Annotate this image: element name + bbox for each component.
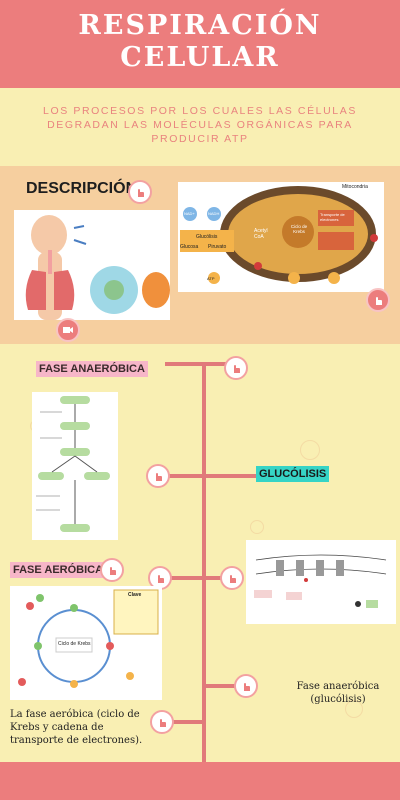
- krebs-center-label: Ciclo de Krebs: [58, 641, 91, 647]
- interactive-hand-button[interactable]: [146, 464, 170, 488]
- label-glucosa: Glucosa: [180, 244, 199, 250]
- clave-label: Clave: [128, 592, 142, 598]
- page-title: RESPIRACIÓN CELULAR: [0, 10, 400, 74]
- krebs-cycle-diagram: Ciclo de Krebs Clave: [10, 586, 162, 700]
- label-acetyl: Acetyl CoA: [254, 228, 268, 240]
- timeline-tick: [206, 684, 242, 688]
- glycolysis-diagram: [32, 392, 118, 540]
- respiration-body-illustration: [14, 210, 170, 320]
- interactive-video-button[interactable]: [56, 318, 80, 342]
- hand-icon: [160, 719, 166, 727]
- fase-anaerobica-label: FASE ANAERÓBICA: [36, 361, 148, 377]
- hand-icon: [376, 297, 382, 305]
- decorative-bubble: [345, 700, 363, 718]
- video-icon: [63, 327, 73, 333]
- timeline-tick: [158, 474, 204, 478]
- timeline-vertical-line: [202, 362, 206, 762]
- hand-icon: [138, 189, 144, 197]
- interactive-hand-button[interactable]: [224, 356, 248, 380]
- interactive-hand-button[interactable]: [234, 674, 258, 698]
- interactive-hand-button[interactable]: [366, 288, 390, 312]
- anaerobic-caption: Fase anaeróbica (glucólisis): [296, 681, 380, 705]
- hand-icon: [110, 567, 116, 575]
- timeline-tick: [160, 720, 204, 724]
- subtitle: LOS PROCESOS POR LOS CUALES LAS CÉLULAS …: [43, 105, 357, 145]
- description-heading: DESCRIPCIÓN: [26, 180, 138, 197]
- interactive-hand-button[interactable]: [150, 710, 174, 734]
- electron-transport-diagram: [246, 540, 396, 624]
- decorative-bubble: [250, 520, 264, 534]
- label-atp: ATP: [207, 276, 215, 281]
- label-nadh: NADH: [208, 211, 220, 216]
- label-piruvato: Piruvato: [208, 244, 227, 250]
- label-transporte: Transporte de electrones: [320, 212, 345, 222]
- fase-aerobica-label: FASE AERÓBICA: [10, 562, 107, 578]
- label-ciclo: Ciclo de Krebs: [290, 224, 308, 234]
- glucolisis-label: GLUCÓLISIS: [256, 466, 330, 482]
- label-nad: NAD+: [184, 211, 195, 216]
- title-text: RESPIRACIÓN CELULAR: [78, 10, 322, 73]
- hand-icon: [234, 365, 240, 373]
- interactive-hand-button[interactable]: [100, 558, 124, 582]
- hand-icon: [230, 575, 236, 583]
- decorative-bubble: [300, 440, 320, 460]
- header-banner: [0, 0, 400, 88]
- hand-icon: [244, 683, 250, 691]
- timeline-tick: [160, 576, 204, 580]
- timeline-tick: [206, 474, 256, 478]
- footer-bar: [0, 762, 400, 800]
- aerobic-caption: La fase aeróbica (ciclo de Krebs y caden…: [10, 709, 143, 746]
- interactive-hand-button[interactable]: [128, 180, 152, 204]
- mitochondria-diagram: Mitocondria NADH NAD+ Glucólisis Glucosa…: [178, 182, 384, 292]
- interactive-hand-button[interactable]: [220, 566, 244, 590]
- label-glucolisis: Glucólisis: [196, 234, 218, 240]
- hand-icon: [158, 575, 164, 583]
- label-mitocondria: Mitocondria: [342, 184, 368, 190]
- hand-icon: [156, 473, 162, 481]
